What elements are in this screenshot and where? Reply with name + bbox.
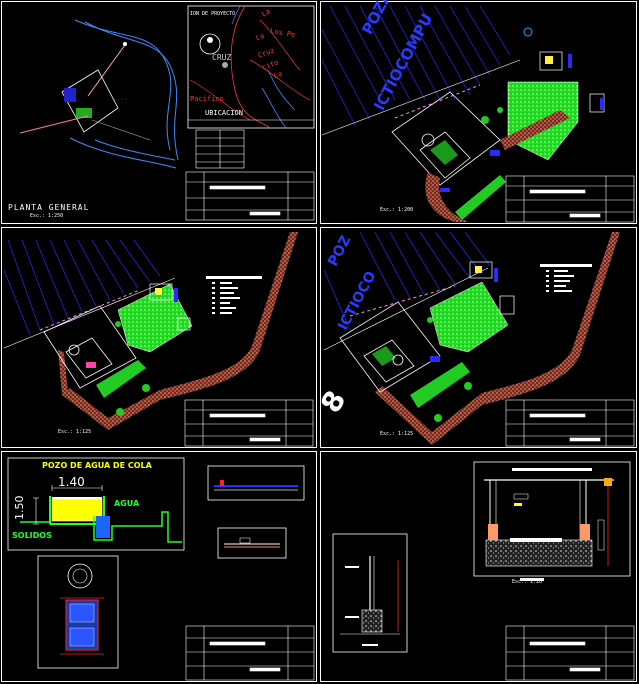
- pozo-detail: [7, 457, 185, 669]
- title-block-6: [505, 625, 635, 681]
- svg-text:· · · ·: · · · ·: [114, 97, 127, 101]
- map-town-label: CRUZ: [212, 53, 232, 62]
- pozo-width-dim: 1.40: [58, 475, 85, 489]
- planta-general-title: PLANTA GENERAL: [8, 203, 90, 212]
- sheet-1-plan: · · · ·: [19, 19, 179, 169]
- location-map: [187, 5, 315, 129]
- sheet-frame-2: [320, 1, 637, 224]
- map-place-name-7: Pacifico: [190, 95, 224, 103]
- ubicacion-label: UBICACION: [205, 109, 243, 117]
- sheet-3-plan: [3, 232, 298, 430]
- title-block-1: [185, 171, 315, 221]
- sheet-4-plan: [323, 231, 620, 445]
- sheet-3-scale: Esc.: 1:125: [58, 429, 92, 435]
- legend-table-1: [195, 129, 245, 169]
- title-block-5: [185, 625, 315, 681]
- pozo-title: POZO DE AGUA DE COLA: [42, 461, 152, 470]
- sheet-frame-6: [320, 451, 637, 682]
- column-detail: [332, 533, 408, 653]
- section-details-5: [207, 465, 305, 559]
- canopy-section: [473, 461, 631, 581]
- planta-general-scale: Esc.: 1:250: [30, 213, 64, 219]
- pozo-agua-label: AGUA: [114, 499, 140, 508]
- sheet-frame-5: [1, 451, 317, 682]
- pozo-height-dim: 1.50: [13, 495, 26, 521]
- map-header: ION DE PROYECTO: [190, 11, 236, 17]
- section-scale: Esc.: 1:20: [512, 579, 543, 585]
- sheet-2-plan: [321, 5, 605, 222]
- sheet-4-scale: Esc.: 1:125: [380, 431, 414, 437]
- title-block-2: [505, 175, 635, 223]
- pozo-solidos-label: SOLIDOS: [12, 531, 52, 540]
- sheet-2-scale: Esc.: 1:200: [380, 207, 414, 213]
- sheet-frame-3: [1, 227, 317, 448]
- title-block-4: [505, 399, 635, 447]
- sheet-frame-4: [320, 227, 637, 448]
- title-block-3: [184, 399, 314, 447]
- sheet-frame-1: [1, 1, 317, 224]
